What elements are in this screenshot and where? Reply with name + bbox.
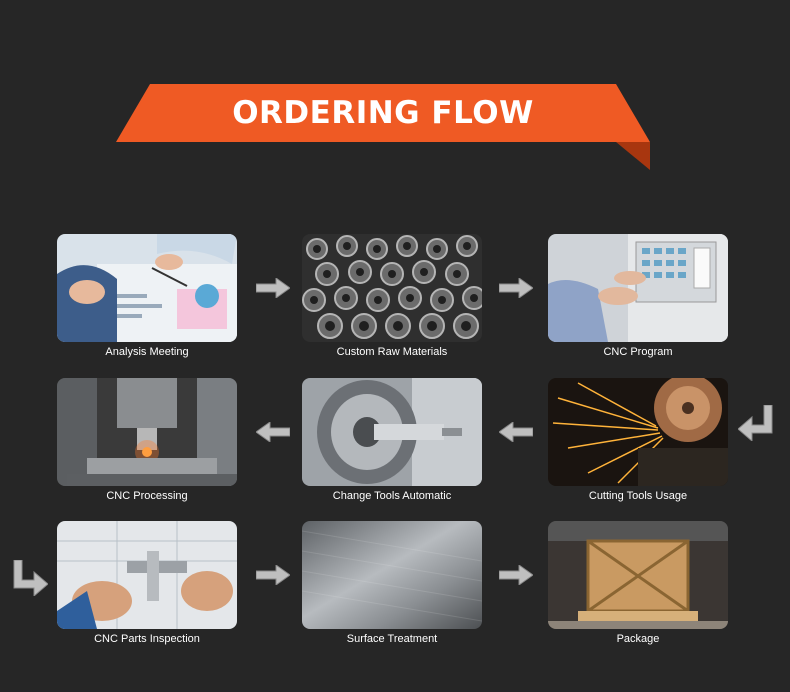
step-label: Change Tools Automatic [332, 490, 452, 502]
step-analysis-meeting: Analysis Meeting [57, 234, 237, 358]
step-cnc-program: CNC Program [548, 234, 728, 358]
step-label: CNC Parts Inspection [94, 633, 200, 645]
cutting-tools-photo [548, 378, 728, 486]
step-label: Surface Treatment [346, 633, 438, 645]
package-photo [548, 521, 728, 629]
meeting-photo [57, 234, 237, 342]
arrow-right-icon [499, 278, 533, 298]
step-label: Analysis Meeting [105, 346, 189, 358]
step-label: Package [616, 633, 660, 645]
title-banner: ORDERING FLOW [116, 84, 650, 170]
step-label: CNC Processing [106, 490, 188, 502]
arrow-right-icon [499, 565, 533, 585]
inspection-photo [57, 521, 237, 629]
step-label: CNC Program [603, 346, 673, 358]
step-cnc-processing: CNC Processing [57, 378, 237, 502]
step-label: Custom Raw Materials [336, 346, 448, 358]
raw-materials-photo [302, 234, 482, 342]
cnc-processing-photo [57, 378, 237, 486]
step-custom-raw-materials: Custom Raw Materials [302, 234, 482, 358]
page-title: ORDERING FLOW [232, 95, 534, 131]
step-surface-treatment: Surface Treatment [302, 521, 482, 645]
step-cnc-parts-inspection: CNC Parts Inspection [57, 521, 237, 645]
step-package: Package [548, 521, 728, 645]
banner-shape [116, 84, 650, 170]
step-label: Cutting Tools Usage [588, 490, 688, 502]
turn-arrow-down-left-icon [738, 405, 773, 441]
arrow-right-icon [256, 278, 290, 298]
arrow-right-icon [256, 565, 290, 585]
cnc-program-photo [548, 234, 728, 342]
turn-arrow-down-right-icon [13, 560, 48, 596]
step-cutting-tools-usage: Cutting Tools Usage [548, 378, 728, 502]
step-change-tools-automatic: Change Tools Automatic [302, 378, 482, 502]
change-tools-photo [302, 378, 482, 486]
surface-photo [302, 521, 482, 629]
arrow-left-icon [499, 422, 533, 442]
arrow-left-icon [256, 422, 290, 442]
